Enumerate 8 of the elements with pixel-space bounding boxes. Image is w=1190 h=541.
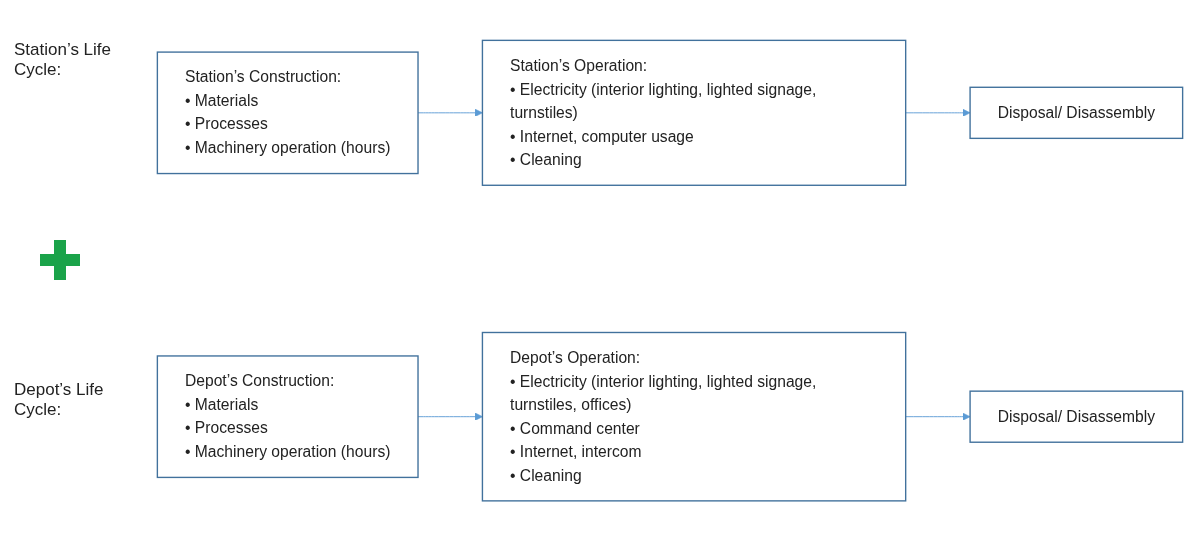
node-box: Depot’s Construction: • Materials • Processes • Machinery operation (hours) (156, 355, 419, 478)
node-box: Disposal/ Disassembly (969, 86, 1184, 139)
node-box: Disposal/ Disassembly (969, 390, 1184, 443)
row-label: Station’s Life Cycle: (14, 40, 113, 80)
node-box: Station’s Operation: • Electricity (interior lighting, lighted signage, turnstiles) • Internet, computer usage • Cleaning (481, 39, 907, 186)
row-label: Depot’s Life Cycle: (14, 380, 105, 420)
node-box: Station’s Construction: • Materials • Processes • Machinery operation (hours) (156, 51, 419, 175)
node-box: Depot’s Operation: • Electricity (interior lighting, lighted signage, turnstiles, offices) • Command center • Internet, intercom • Cleaning (481, 331, 907, 502)
